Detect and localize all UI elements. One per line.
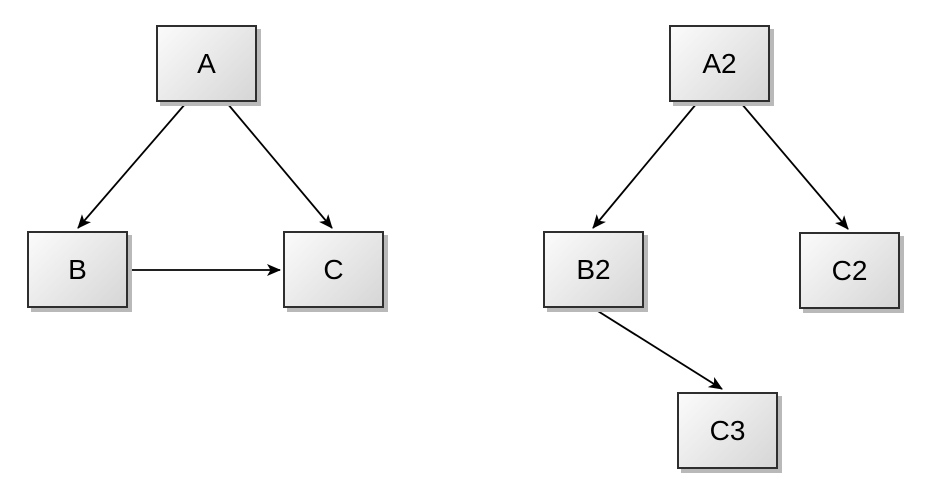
node-C[interactable]: C <box>283 231 384 308</box>
edge-A2-C2 <box>740 102 849 230</box>
node-B[interactable]: B <box>27 231 128 308</box>
edge-B2-C3 <box>592 307 723 390</box>
node-C2[interactable]: C2 <box>799 232 900 309</box>
node-label: B <box>68 253 87 285</box>
node-label: B2 <box>576 253 611 285</box>
edge-A2-B2 <box>592 102 698 229</box>
node-C3[interactable]: C3 <box>677 392 778 469</box>
node-label: A2 <box>702 47 737 79</box>
node-A[interactable]: A <box>156 25 257 102</box>
node-label: C3 <box>709 414 746 446</box>
node-label: A <box>197 47 216 79</box>
node-A2[interactable]: A2 <box>669 25 770 102</box>
node-label: C2 <box>831 254 868 286</box>
node-label: C <box>323 253 344 285</box>
edge-A-B <box>77 102 187 229</box>
edge-A-C <box>226 102 333 229</box>
node-B2[interactable]: B2 <box>543 231 644 308</box>
edge-group <box>77 102 849 390</box>
